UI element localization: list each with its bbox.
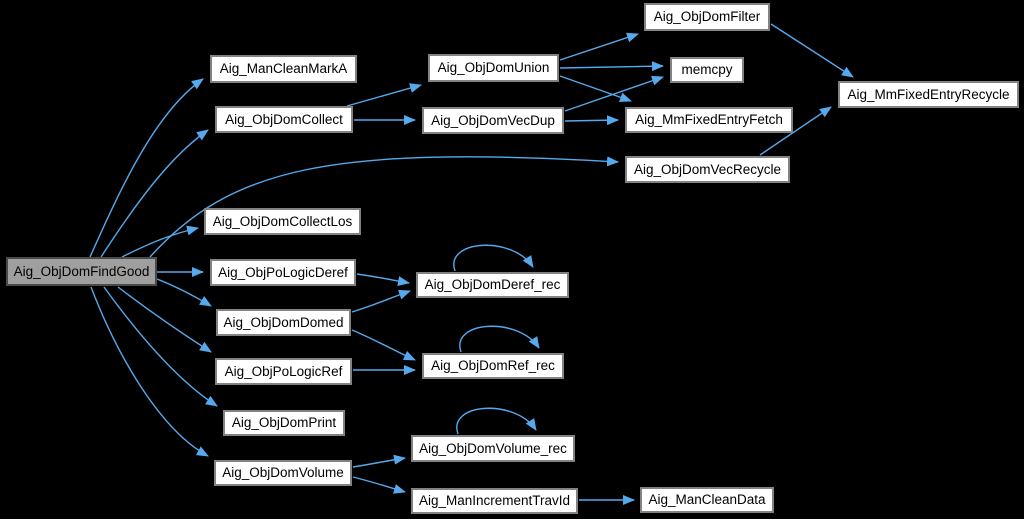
node-Aig_ObjDomCollectLos[interactable]: Aig_ObjDomCollectLos — [204, 208, 361, 235]
edge-findgood-collect — [100, 129, 209, 258]
edge-union-memcpy — [559, 61, 664, 72]
edge-vecdup-fetch — [564, 115, 619, 126]
edge-pologicderef-derefrec — [356, 273, 410, 287]
node-Aig_ObjPoLogicRef[interactable]: Aig_ObjPoLogicRef — [215, 358, 352, 385]
edge-volume-inctravid — [352, 476, 406, 494]
node-Aig_ObjPoLogicDeref[interactable]: Aig_ObjPoLogicDeref — [210, 259, 356, 286]
edge-findgood-volume — [90, 286, 209, 457]
edge-findgood-collectlos — [121, 225, 199, 258]
node-Aig_ObjDomVecDup[interactable]: Aig_ObjDomVecDup — [422, 107, 564, 134]
edge-collect-union — [346, 83, 422, 107]
edge-volumerec-self-loop — [456, 407, 537, 435]
node-Aig_ObjDomUnion[interactable]: Aig_ObjDomUnion — [428, 54, 559, 82]
edge-findgood-pologicref — [117, 286, 212, 353]
node-memcpy[interactable]: memcpy — [670, 57, 744, 83]
node-Aig_ManCleanData[interactable]: Aig_ManCleanData — [640, 487, 774, 513]
edge-union-filter — [559, 32, 639, 61]
edge-findgood-print — [103, 286, 218, 407]
edge-filter-recycle — [770, 23, 854, 78]
node-Aig_ObjDomVecRecycle[interactable]: Aig_ObjDomVecRecycle — [625, 156, 790, 183]
node-Aig_MmFixedEntryFetch[interactable]: Aig_MmFixedEntryFetch — [625, 107, 793, 133]
node-Aig_ObjDomDeref_rec[interactable]: Aig_ObjDomDeref_rec — [416, 272, 569, 298]
edge-volume-volumerec — [352, 454, 406, 468]
node-Aig_ManIncrementTravId[interactable]: Aig_ManIncrementTravId — [411, 488, 578, 514]
edge-vecrecycle-recycle — [759, 106, 832, 156]
node-Aig_ObjDomRef_rec[interactable]: Aig_ObjDomRef_rec — [422, 353, 564, 379]
edge-domed-refrec — [351, 329, 416, 361]
edge-findgood-domed — [156, 278, 212, 307]
node-Aig_ObjDomPrint[interactable]: Aig_ObjDomPrint — [223, 410, 345, 436]
node-Aig_ObjDomFilter[interactable]: Aig_ObjDomFilter — [644, 3, 770, 31]
edge-union-fetch — [559, 75, 632, 103]
edge-findgood-vecrecycle — [149, 156, 619, 258]
edge-domed-derefrec — [351, 289, 411, 313]
node-Aig_MmFixedEntryRecycle[interactable]: Aig_MmFixedEntryRecycle — [838, 81, 1019, 108]
node-Aig_ObjDomCollect[interactable]: Aig_ObjDomCollect — [215, 106, 353, 133]
node-Aig_ObjDomVolume[interactable]: Aig_ObjDomVolume — [214, 460, 352, 486]
edge-refrec-self-loop — [459, 325, 540, 353]
node-Aig_ObjDomDomed[interactable]: Aig_ObjDomDomed — [216, 309, 351, 336]
node-Aig_ManCleanMarkA[interactable]: Aig_ManCleanMarkA — [210, 55, 357, 83]
node-Aig_ObjDomVolume_rec[interactable]: Aig_ObjDomVolume_rec — [411, 435, 575, 462]
edge-derefrec-self-loop — [453, 244, 534, 272]
edge-vecdup-memcpy — [564, 75, 664, 112]
node-Aig_ObjDomFindGood[interactable]: Aig_ObjDomFindGood — [6, 257, 157, 286]
edge-findgood-cleanmarka — [89, 78, 204, 258]
